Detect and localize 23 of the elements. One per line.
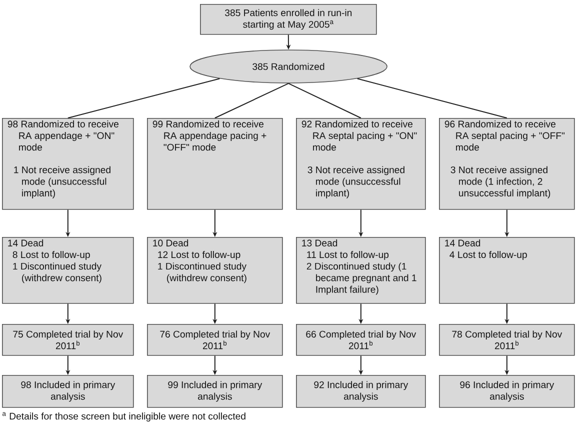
process-box: 96 Randomized to receive RA septal pacing + "OFF" mode 3 Not receive assigned mode (1 infection, 2 unsuccessful implant) bbox=[439, 118, 575, 210]
process-box: 96 Included in primary analysis bbox=[439, 374, 575, 408]
oval: 385 Randomized bbox=[190, 50, 388, 84]
process-box: 14 Dead 8 Lost to follow-up 1 Discontinued study (withdrew consent) bbox=[2, 236, 134, 304]
process-box: 76 Completed trial by Nov 2011$^{b}$ bbox=[147, 324, 283, 356]
process-box: 98 Randomized to receive RA appendage + "ON" mode 1 Not receive assigned mode (unsuccessful implant) bbox=[2, 118, 134, 210]
process-box: 14 Dead 4 Lost to follow-up bbox=[439, 236, 575, 304]
process-box: 99 Randomized to receive RA appendage pacing + "OFF" mode bbox=[147, 118, 283, 210]
process-box: 92 Included in primary analysis bbox=[296, 374, 426, 408]
process-box: 78 Completed trial by Nov 2011$^{b}$ bbox=[439, 324, 575, 356]
connector-line bbox=[214, 82, 289, 118]
connector-line bbox=[356, 78, 508, 118]
footnote: $^{a}$ Details for those screen but ineligible were not collected bbox=[2, 412, 246, 422]
process-box: 99 Included in primary analysis bbox=[147, 374, 283, 408]
process-box: 13 Dead 11 Lost to follow-up 2 Discontinued study (1 became pregnant and 1 Implant failure) bbox=[296, 236, 426, 304]
connector-line bbox=[67, 78, 220, 118]
connector-line bbox=[288, 82, 362, 118]
process-box: 75 Completed trial by Nov 2011$^{b}$ bbox=[2, 324, 134, 356]
process-box: 92 Randomized to receive RA septal pacing + "ON" mode 3 Not receive assigned mode (unsuccessful implant) bbox=[296, 118, 426, 210]
process-box: 385 Patients enrolled in run-in starting at May 2005$^{a}$ bbox=[200, 4, 377, 35]
process-box: 10 Dead 12 Lost to follow-up 1 Discontinued study (withdrew consent) bbox=[147, 236, 283, 304]
process-box: 98 Included in primary analysis bbox=[2, 374, 134, 408]
process-box: 66 Completed trial by Nov 2011$^{b}$ bbox=[296, 324, 426, 356]
